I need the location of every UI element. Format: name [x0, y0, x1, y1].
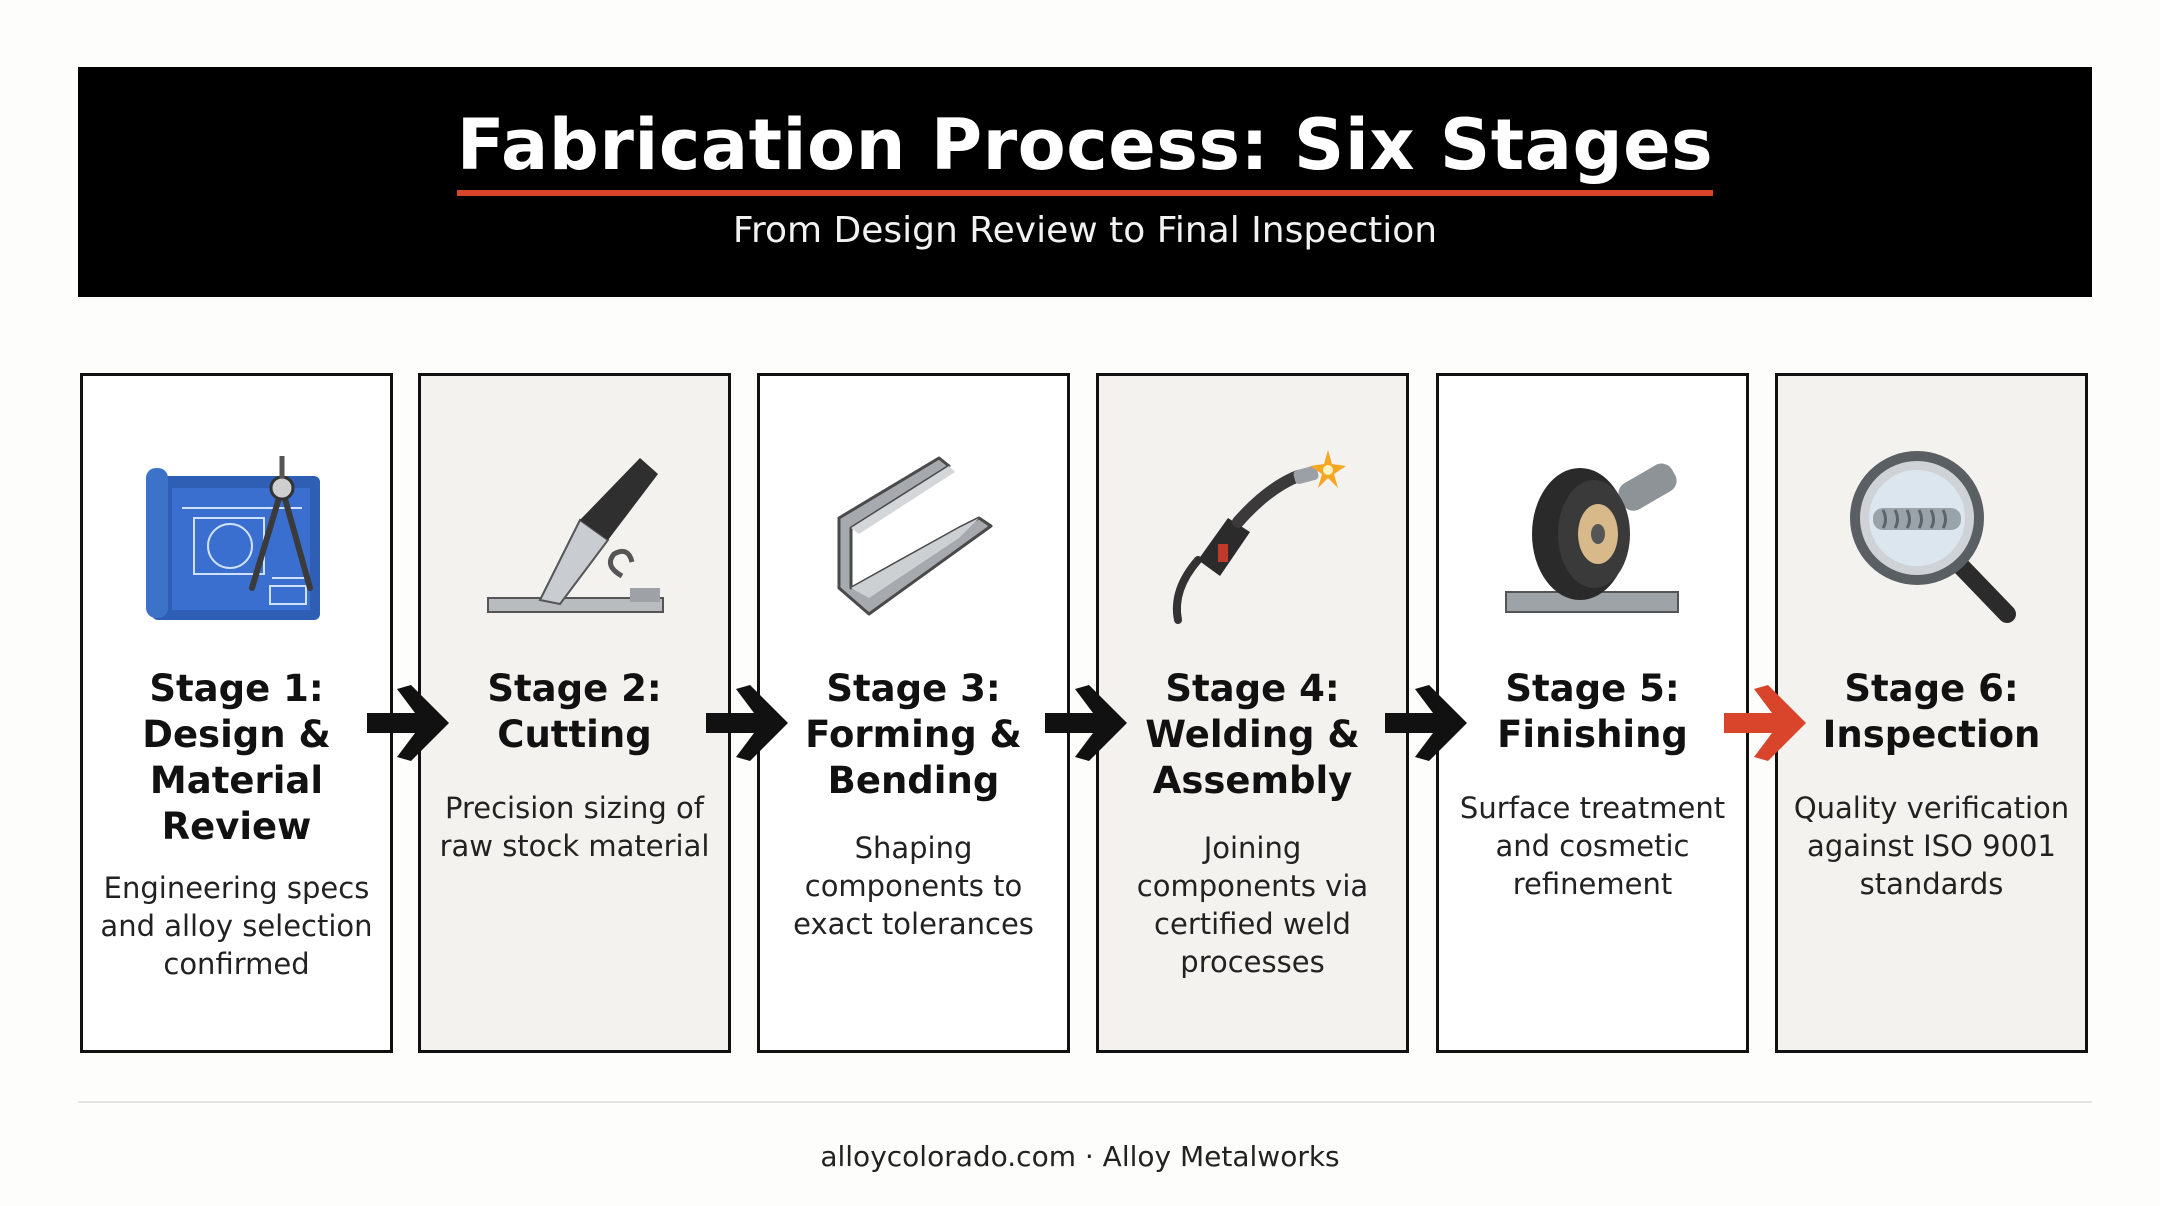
blueprint-compass-icon: [142, 448, 332, 628]
footer-text: alloycolorado.com · Alloy Metalworks: [820, 1140, 1340, 1173]
stage-description: Precision sizing of raw stock material: [439, 791, 710, 863]
stage-description: Joining components via certified weld pr…: [1136, 831, 1369, 979]
stage-title: Stage 1: Design & Material Review: [142, 667, 331, 848]
flow-arrow-5: [1720, 683, 1810, 763]
stage-title: Stage 3: Forming & Bending: [805, 667, 1022, 802]
cutting-blade-icon: [480, 448, 670, 628]
flow-arrow-1: [363, 683, 453, 763]
bent-channel-icon: [819, 448, 1009, 628]
grinding-wheel-icon: [1498, 448, 1688, 628]
stage-description: Shaping components to exact tolerances: [793, 831, 1034, 941]
footer-divider: [78, 1101, 2092, 1103]
page-subtitle: From Design Review to Final Inspection: [732, 210, 1438, 251]
stage-title: Stage 2: Cutting: [487, 667, 662, 756]
flow-arrow-2: [702, 683, 792, 763]
stage-description: Surface treatment and cosmetic refinemen…: [1459, 791, 1726, 901]
page-title: Fabrication Process: Six Stages: [456, 107, 1714, 196]
stage-card-2: Stage 2: Cutting Precision sizing of raw…: [418, 373, 731, 1053]
stage-card-3: Stage 3: Forming & Bending Shaping compo…: [757, 373, 1070, 1053]
flow-arrow-4: [1381, 683, 1471, 763]
flow-arrow-3: [1041, 683, 1131, 763]
stage-title: Stage 5: Finishing: [1497, 667, 1688, 756]
header-banner: Fabrication Process: Six Stages From Des…: [78, 67, 2092, 297]
stage-title: Stage 4: Welding & Assembly: [1145, 667, 1360, 802]
stage-card-6: Stage 6: Inspection Quality verification…: [1775, 373, 2088, 1053]
stage-card-4: Stage 4: Welding & Assembly Joining comp…: [1096, 373, 1409, 1053]
magnifier-weld-icon: [1837, 448, 2027, 628]
stage-description: Quality verification against ISO 9001 st…: [1793, 791, 2070, 901]
stage-card-5: Stage 5: Finishing Surface treatment and…: [1436, 373, 1749, 1053]
stage-card-1: Stage 1: Design & Material Review Engine…: [80, 373, 393, 1053]
stage-description: Engineering specs and alloy selection co…: [100, 871, 373, 981]
welding-torch-icon: [1158, 448, 1348, 628]
stage-title: Stage 6: Inspection: [1822, 667, 2041, 756]
